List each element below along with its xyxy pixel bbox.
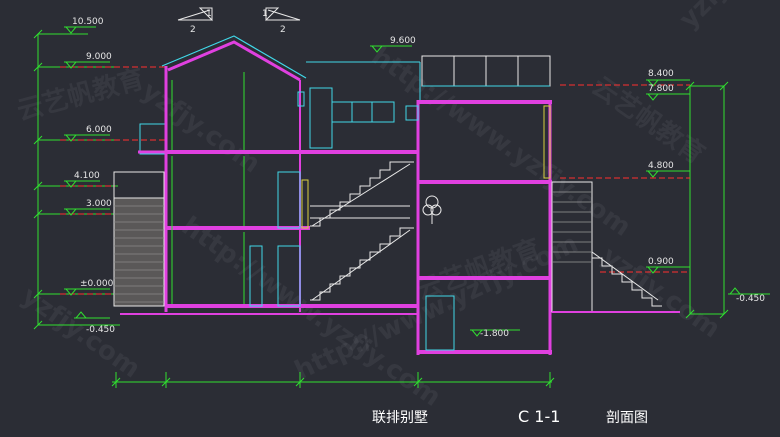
drawing-type: 剖面图	[606, 410, 648, 426]
level-label: 9.000	[86, 52, 112, 62]
level-label: -1.800	[480, 329, 509, 339]
level-marker-10-500: 10.500	[64, 17, 104, 34]
level-marker-9-600: 9.600	[370, 36, 416, 53]
level-marker-6-000: 6.000	[64, 125, 112, 142]
section-marker-sheet: 2	[190, 25, 196, 35]
level-label: 4.800	[648, 161, 674, 171]
level-marker-4-800: 4.800	[646, 161, 690, 178]
level-marker-minus-0-450: -0.450	[74, 311, 115, 335]
level-marker-9-000: 9.000	[64, 52, 112, 69]
level-marker-0-900: 0.900	[646, 257, 690, 274]
level-label: 8.400	[648, 69, 674, 79]
section-marker-number: 1	[206, 9, 212, 19]
level-label: -0.450	[86, 325, 115, 335]
exterior-stair	[551, 181, 662, 313]
drawing-name: 联排别墅	[372, 410, 428, 426]
level-label: -0.450	[736, 294, 765, 304]
level-label: 3.000	[86, 199, 112, 209]
level-marker-minus-1-800: -1.800	[470, 329, 520, 339]
brick-hatch	[114, 205, 164, 303]
level-label: 0.900	[648, 257, 674, 267]
level-label: 7.800	[648, 84, 674, 94]
section-marker-right: 1 2	[262, 7, 301, 35]
section-id: C 1-1	[518, 407, 560, 426]
level-marker-4-100: 4.100	[64, 171, 100, 188]
level-label: 4.100	[74, 171, 100, 181]
level-marker-8-400: 8.400	[646, 69, 690, 87]
right-dimension-chain	[685, 81, 729, 319]
section-marker-left: 1 2	[177, 7, 213, 35]
building-section	[113, 35, 680, 355]
level-label: 9.600	[390, 36, 416, 46]
level-marker-3-000: 3.000	[64, 199, 112, 216]
section-marker-sheet: 2	[280, 25, 286, 35]
left-level-red-lines	[60, 66, 165, 295]
watermark-text: 云艺帆教育	[14, 63, 148, 127]
plant-icon	[422, 195, 442, 224]
brick-wall	[113, 197, 165, 307]
level-label: 10.500	[72, 17, 104, 27]
level-marker-minus-0-450-right: -0.450	[728, 287, 770, 304]
watermark-text: yzfjy.com	[674, 0, 780, 35]
level-label: 6.000	[86, 125, 112, 135]
level-marker-0-000: ±0.000	[64, 279, 114, 296]
watermark-text: yzfjy.com	[136, 76, 266, 179]
watermark-text: http://www.yzfjy.com	[366, 41, 636, 243]
right-level-red-lines	[560, 84, 690, 273]
parapet	[113, 171, 165, 199]
drawing-title: 联排别墅 C 1-1 剖面图	[372, 407, 648, 426]
section-marker-number: 1	[262, 9, 268, 19]
level-marker-7-800: 7.800	[646, 84, 690, 101]
interior-stair	[310, 161, 414, 301]
level-label: ±0.000	[80, 279, 114, 289]
bottom-dimension-chain	[111, 372, 555, 388]
